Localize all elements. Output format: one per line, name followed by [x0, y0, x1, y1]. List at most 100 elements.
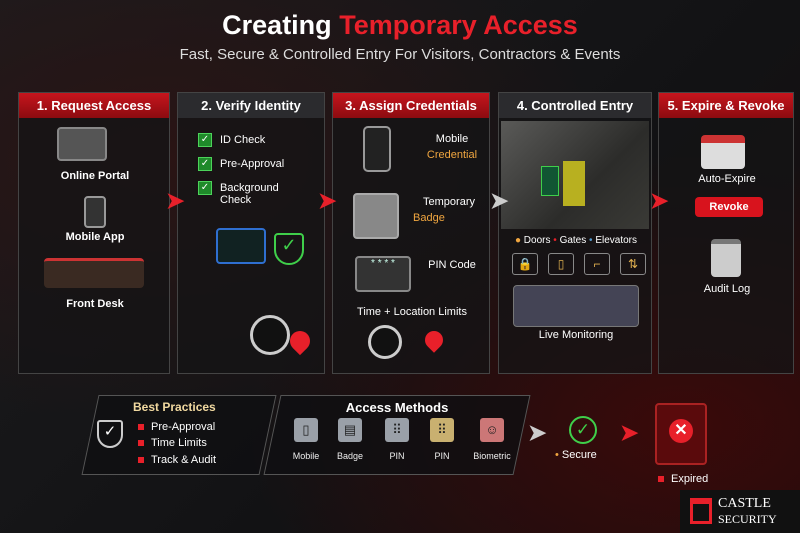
logo-text: CASTLE	[718, 496, 771, 511]
face-scan-icon: ☺	[480, 418, 504, 442]
arrow-right-icon: ➤	[650, 188, 669, 213]
method-label: PIN	[434, 451, 450, 461]
best-practice-text: Time Limits	[151, 437, 207, 449]
access-reader-icon	[541, 166, 559, 196]
step-assign-credentials: 3. Assign Credentials Mobile Credential …	[332, 92, 490, 374]
online-portal-label: Online Portal	[60, 170, 130, 182]
best-practices-title: Best Practices	[133, 400, 216, 414]
entry-photo	[501, 121, 649, 229]
best-practice-text: Track & Audit	[151, 454, 217, 466]
method-label: PIN	[389, 451, 405, 461]
shield-check-icon: ✓	[274, 233, 304, 265]
castle-icon	[690, 498, 712, 524]
revoke-button[interactable]: Revoke	[695, 197, 763, 217]
location-pin-icon	[285, 326, 315, 356]
arrow-right-icon: ➤	[318, 188, 337, 213]
credential-label: Badge	[413, 212, 445, 224]
background-check-label: Background Check	[220, 182, 279, 206]
elevator-icon: ⇅	[620, 253, 646, 275]
check-icon: ✓	[198, 157, 212, 171]
credential-label: PIN Code	[428, 259, 476, 271]
zones-label: ● Doors • Gates • Elevators	[514, 235, 638, 246]
title-prefix: Creating	[222, 10, 332, 40]
logo-text: SECURITY	[718, 512, 777, 526]
credential-label: Temporary	[423, 196, 475, 208]
keypad-icon: * * * *	[355, 256, 411, 292]
auto-expire-label: Auto-Expire	[698, 173, 756, 185]
expired-text: Expired	[671, 473, 709, 485]
bullet-icon: •	[555, 449, 562, 461]
credential-label: Mobile	[435, 133, 469, 145]
front-desk-icon	[44, 258, 144, 288]
method-pin: ⠿ PIN	[421, 418, 463, 464]
best-practice-item: Time Limits	[138, 437, 207, 449]
keypad-icon: ⠿	[385, 418, 409, 442]
bullet-icon	[658, 476, 664, 483]
step-verify-identity: 2. Verify Identity ✓ ID Check ✓ Pre-Appr…	[177, 92, 325, 374]
turnstile-icon: ⌐	[584, 253, 610, 275]
arrow-right-icon: ➤	[620, 420, 639, 445]
denied-x-icon: ✕	[669, 419, 693, 443]
keypad-icon: ⠿	[430, 418, 454, 442]
step-request-access: 1. Request Access Online Portal Mobile A…	[18, 92, 170, 374]
time-location-limits-label: Time + Location Limits	[357, 306, 467, 318]
method-mobile: ▯ Mobile	[285, 418, 327, 464]
step-title: 1. Request Access	[19, 93, 169, 118]
lock-icon: 🔒	[512, 253, 538, 275]
bullet-icon	[138, 457, 144, 464]
bullet-icon	[138, 424, 144, 431]
method-pin: ⠿ PIN	[376, 418, 418, 464]
badge-icon	[353, 193, 399, 239]
mobile-app-icon	[84, 196, 106, 228]
expired-label: Expired	[658, 473, 708, 485]
shield-check-icon: ✓	[97, 420, 123, 448]
location-pin-icon	[421, 327, 447, 353]
step-controlled-entry: 4. Controlled Entry ● Doors • Gates • El…	[498, 92, 652, 374]
subtitle: Fast, Secure & Controlled Entry For Visi…	[179, 46, 621, 63]
best-practice-item: Pre-Approval	[138, 421, 215, 433]
calendar-clock-icon	[701, 135, 745, 169]
step-expire-revoke: 5. Expire & Revoke Auto-Expire Revoke Au…	[658, 92, 794, 374]
step-title: 2. Verify Identity	[178, 93, 324, 118]
step-title: 5. Expire & Revoke	[659, 93, 793, 118]
mobile-credential-icon	[363, 126, 391, 172]
laptop-icon	[57, 127, 107, 161]
access-methods-title: Access Methods	[345, 400, 449, 415]
mobile-icon: ▯	[294, 418, 318, 442]
arrow-right-icon: ➤	[528, 420, 547, 445]
live-monitoring-label: Live Monitoring	[538, 329, 614, 341]
method-biometric: ☺ Biometric	[467, 418, 517, 464]
bullet-icon	[138, 440, 144, 447]
method-label: Mobile	[292, 451, 320, 461]
best-practice-text: Pre-Approval	[151, 421, 216, 433]
secure-label: • Secure	[555, 449, 597, 461]
logo: CASTLE SECURITY	[680, 490, 800, 533]
zone-icons: 🔒 ▯ ⌐ ⇅	[507, 253, 651, 275]
secure-check-icon: ✓	[569, 416, 597, 444]
credential-label: Credential	[426, 149, 478, 161]
zone-doors: Doors	[523, 235, 551, 246]
gate-icon: ▯	[548, 253, 574, 275]
audit-log-label: Audit Log	[703, 283, 751, 295]
clock-icon	[250, 315, 290, 355]
title-highlight: Temporary Access	[339, 10, 578, 40]
contractor-figure	[563, 161, 585, 206]
monitoring-screens-icon	[513, 285, 639, 327]
front-desk-label: Front Desk	[66, 298, 124, 310]
audit-clipboard-icon	[711, 239, 741, 277]
identity-scan-icon	[216, 228, 266, 264]
mobile-app-label: Mobile App	[65, 231, 125, 243]
id-check-label: ID Check	[220, 134, 266, 146]
arrow-right-icon: ➤	[490, 188, 509, 213]
zone-gates: Gates	[559, 235, 587, 246]
check-icon: ✓	[198, 181, 212, 195]
step-title: 4. Controlled Entry	[499, 93, 651, 118]
arrow-right-icon: ➤	[166, 188, 185, 213]
pre-approval-label: Pre-Approval	[220, 158, 285, 170]
method-label: Badge	[336, 451, 364, 461]
badge-icon: ▤	[338, 418, 362, 442]
method-label: Biometric	[473, 451, 511, 461]
clock-icon	[368, 325, 402, 359]
step-title: 3. Assign Credentials	[333, 93, 489, 118]
locked-door-icon	[655, 403, 707, 465]
